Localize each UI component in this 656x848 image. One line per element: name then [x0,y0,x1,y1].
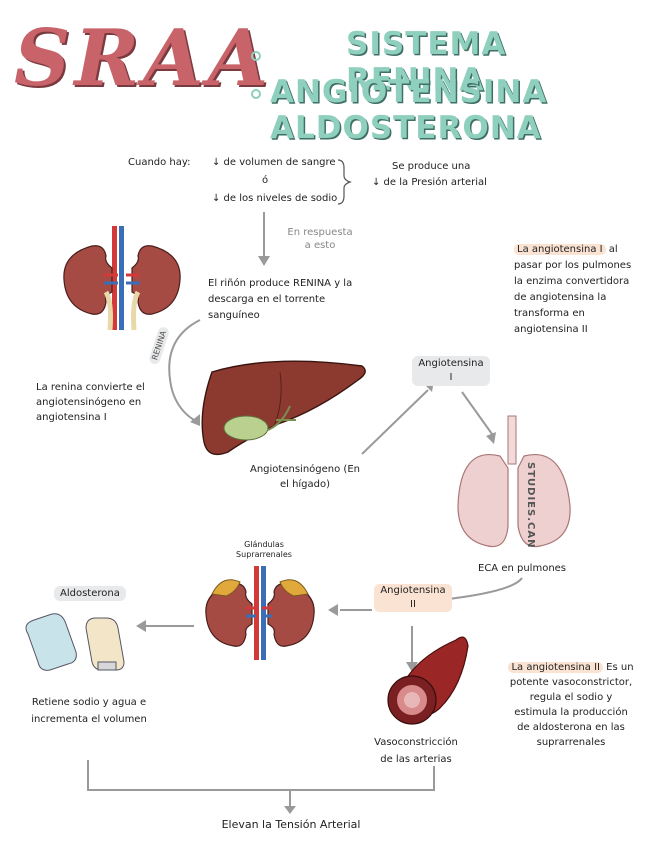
trigger-prefix: Cuando hay: [128,157,191,168]
aldosterona-label: Aldosterona [54,586,126,601]
merge-lines [87,760,435,791]
trigger-or: ó [262,175,269,186]
adrenal-label: Glándulas Suprarrenales [236,540,292,559]
arrow-to-lungs [461,391,493,435]
watermark: STUDIES.CAN [525,462,536,549]
response-note: En respuesta a esto [287,227,353,251]
arrow-renina [168,319,201,421]
lung-note-highlight: La angiotensina I [514,244,606,255]
vaso-text: Vasoconstricción de las arterias [374,737,458,765]
liver-label: Angiotensinógeno (En el hígado) [250,464,360,490]
trigger-result-line1: Se produce una [392,161,471,172]
lung-note: La angiotensina I al pasar por los pulmo… [514,242,642,338]
trigger-result-line2: ↓ de la Presión arterial [372,177,487,188]
title-line-2: ANGIOTENSINA ALDOSTERONA [270,74,548,146]
title-colon-icon [251,51,261,99]
ang2-note-highlight: La angiotensina II [508,662,603,673]
kidney-text: El riñón produce RENINA y la descarga en… [208,278,353,321]
trigger-cond-volume: ↓ de volumen de sangre [212,157,336,168]
liver-icon [201,360,366,456]
arrow-to-ang1 [361,389,429,455]
angiotensina-1-label: Angiotensina I [412,356,490,386]
title-abbreviation: SRAA [14,13,273,104]
renina-converts-text: La renina convierte el angiotensinógeno … [36,382,145,423]
arrow-to-ang2 [439,577,523,601]
artery-icon [387,636,469,725]
salt-water-icon [25,613,125,671]
lung-note-rest: al pasar por los pulmones la enzima conv… [514,244,632,335]
retains-text: Retiene sodio y agua e incrementa el vol… [31,697,147,725]
ang2-note: La angiotensina II Es un potente vasocon… [508,660,634,750]
trigger-brace [337,159,352,205]
title-line-1: SISTEMA RENINA [346,26,507,98]
trigger-cond-sodium: ↓ de los niveles de sodio [212,193,338,204]
result-text: Elevan la Tensión Arterial [221,818,361,831]
ang2-note-rest: Es un potente vasoconstrictor, regula el… [509,662,634,748]
lungs-icon [457,415,571,548]
adrenal-kidney-icon [205,566,315,660]
kidney-icon [63,226,181,331]
lung-label: ECA en pulmones [478,563,567,574]
angiotensina-2-label: Angiotensina II [374,584,452,612]
